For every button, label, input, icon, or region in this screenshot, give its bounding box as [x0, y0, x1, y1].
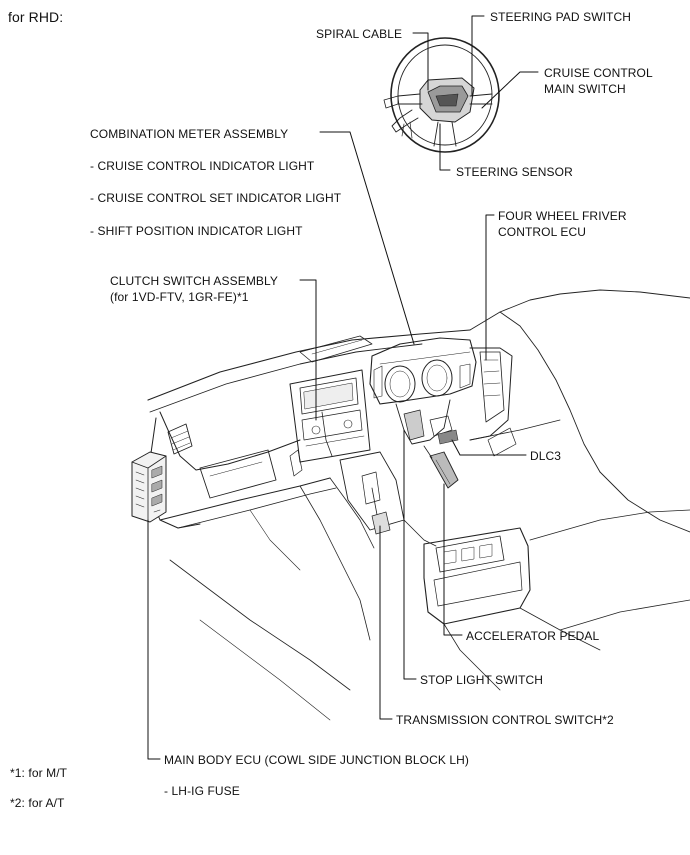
label-shift-position-indicator: - SHIFT POSITION INDICATOR LIGHT	[90, 224, 303, 238]
label-clutch-switch-line2: (for 1VD-FTV, 1GR-FE)*1	[110, 290, 249, 304]
label-cruise-control-main-switch-line2: MAIN SWITCH	[544, 82, 626, 96]
leader-lines	[148, 16, 538, 759]
label-stop-light-switch: STOP LIGHT SWITCH	[420, 673, 544, 687]
label-combination-meter: COMBINATION METER ASSEMBLY	[90, 127, 289, 141]
label-cruise-control-main-switch: CRUISE CONTROL	[544, 66, 653, 80]
label-steering-sensor: STEERING SENSOR	[456, 165, 573, 179]
steering-wheel-drawing	[384, 38, 499, 152]
label-four-wheel-ecu-line2: CONTROL ECU	[498, 225, 586, 239]
label-clutch-switch: CLUTCH SWITCH ASSEMBLY	[110, 274, 279, 288]
label-cruise-indicator: - CRUISE CONTROL INDICATOR LIGHT	[90, 159, 315, 173]
dashboard-drawing	[132, 290, 690, 720]
label-four-wheel-ecu: FOUR WHEEL FRIVER	[498, 209, 627, 223]
label-accelerator-pedal: ACCELERATOR PEDAL	[466, 629, 600, 643]
label-steering-pad-switch: STEERING PAD SWITCH	[490, 10, 632, 24]
footnote-1: *1: for M/T	[10, 766, 68, 780]
label-dlc3: DLC3	[530, 449, 562, 463]
label-lh-ig-fuse: - LH-IG FUSE	[164, 784, 240, 798]
footnote-2: *2: for A/T	[10, 796, 65, 810]
label-spiral-cable: SPIRAL CABLE	[316, 27, 403, 41]
page-header: for RHD:	[8, 9, 64, 25]
label-main-body-ecu: MAIN BODY ECU (COWL SIDE JUNCTION BLOCK …	[164, 753, 470, 767]
label-cruise-set-indicator: - CRUISE CONTROL SET INDICATOR LIGHT	[90, 191, 342, 205]
label-transmission-control-switch: TRANSMISSION CONTROL SWITCH*2	[396, 713, 614, 727]
